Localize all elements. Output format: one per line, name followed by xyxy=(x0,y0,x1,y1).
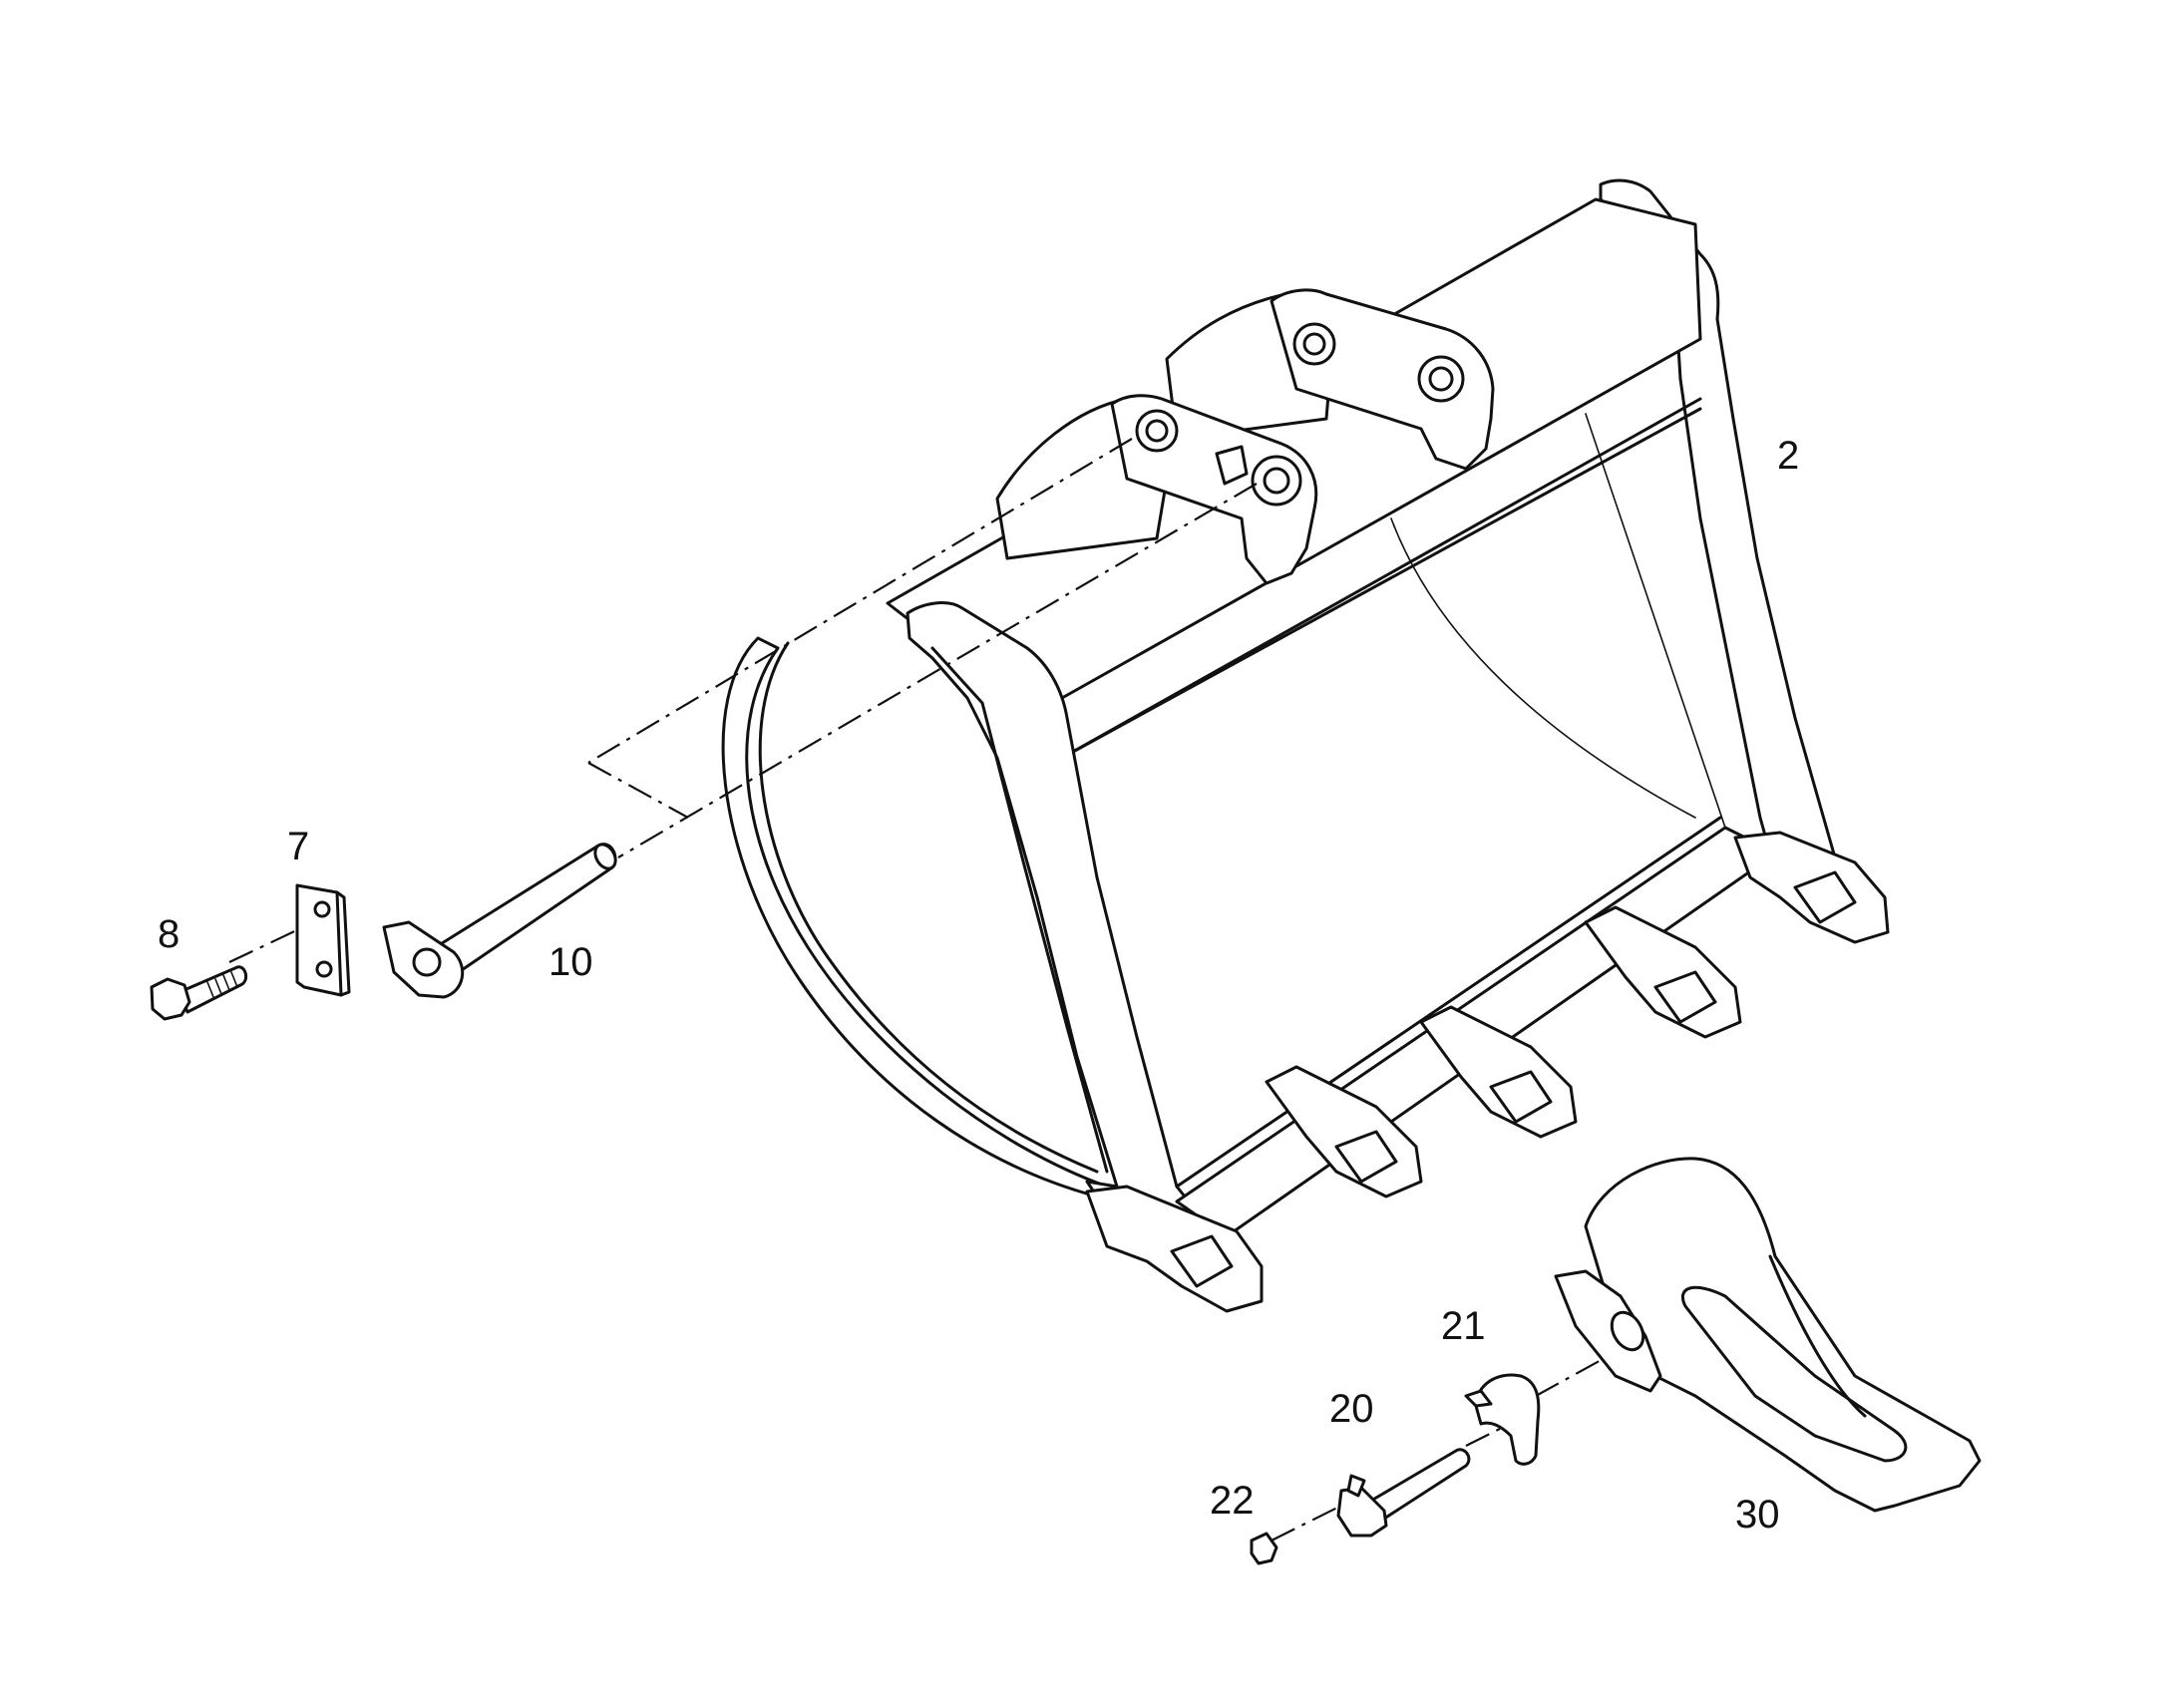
retaining-plate xyxy=(295,883,351,997)
installed-tooth-2 xyxy=(1419,1005,1578,1139)
tooth-pin-collar xyxy=(1346,1474,1366,1498)
tooth-retainer-tab xyxy=(1464,1389,1493,1408)
bucket-pin xyxy=(382,843,617,999)
hex-bolt xyxy=(150,965,248,1021)
plug-pin-line xyxy=(1271,1505,1342,1541)
installed-corner-tooth-right xyxy=(1733,831,1890,944)
callout-labels: 2 7 8 10 20 21 22 30 xyxy=(158,434,1799,1537)
callout-7: 7 xyxy=(287,825,309,868)
lock-plug xyxy=(1250,1532,1278,1565)
bucket-cutting-edge-lip xyxy=(1175,816,1722,1189)
installed-corner-tooth-left xyxy=(1085,1185,1264,1313)
corner-tooth-left-adapter xyxy=(1170,1234,1234,1288)
bucket-interior-floor-line xyxy=(1390,517,1696,819)
hex-bolt-shank xyxy=(178,965,248,1014)
hex-bolt-head xyxy=(150,977,191,1021)
bucket-tooth xyxy=(1554,1157,1982,1513)
installed-tooth-3 xyxy=(1584,905,1742,1039)
callout-30: 30 xyxy=(1735,1493,1780,1537)
bucket-tooth-ridge xyxy=(1768,1254,1867,1418)
callout-2: 2 xyxy=(1777,434,1799,478)
lock-plug-body xyxy=(1250,1532,1278,1565)
pin-axis-link xyxy=(587,762,689,819)
installed-tooth-2-adapter xyxy=(1489,1070,1553,1124)
bucket-tooth-inner-groove xyxy=(1681,1285,1908,1463)
tooth-retainer xyxy=(1464,1373,1541,1466)
front-hinge-bore-right-inner xyxy=(1263,467,1290,495)
retaining-plate-hole-bottom xyxy=(315,960,333,978)
installed-tooth-1-adapter xyxy=(1334,1130,1398,1184)
bucket-assembly xyxy=(721,178,1890,1313)
rear-hinge-bore-right-inner xyxy=(1428,366,1454,392)
bucket-top-beam-underside xyxy=(1060,407,1702,760)
bucket-left-side-plate xyxy=(906,601,1199,1223)
bolt-plate-line xyxy=(228,916,325,963)
bucket-back-inner-edge xyxy=(758,641,1099,1174)
retaining-plate-hole-top xyxy=(313,900,331,918)
callout-20: 20 xyxy=(1329,1387,1374,1431)
bucket-tooth-socket-face xyxy=(1554,1269,1662,1393)
callout-8: 8 xyxy=(158,912,180,956)
bucket-tooth-pin-bore xyxy=(1610,1310,1645,1352)
bucket-pin-end xyxy=(593,843,617,870)
tooth-pin-head xyxy=(1336,1486,1388,1537)
pin-axis-line-lower xyxy=(617,483,1258,858)
bucket-right-side-plate xyxy=(1599,178,1855,889)
hinge-lock-block xyxy=(1215,445,1249,486)
retaining-plate-edge xyxy=(335,890,343,997)
callout-21: 21 xyxy=(1441,1304,1486,1348)
corner-tooth-right-adapter xyxy=(1793,870,1857,924)
bucket-interior-side-line xyxy=(1585,413,1726,829)
tooth-pin xyxy=(1336,1448,1471,1537)
front-hinge-bore-left-inner xyxy=(1145,419,1169,443)
bucket-pin-head-bore xyxy=(412,947,442,977)
callout-10: 10 xyxy=(548,940,593,984)
hex-bolt-thread xyxy=(206,971,238,998)
rear-hinge-bore-left-inner xyxy=(1302,332,1326,356)
callout-22: 22 xyxy=(1210,1479,1255,1523)
bucket-left-side-plate-inner xyxy=(930,646,1109,1174)
tooth-retainer-body xyxy=(1474,1373,1541,1466)
tooth-pin-shaft xyxy=(1369,1448,1471,1523)
installed-tooth-3-adapter xyxy=(1653,970,1717,1024)
pin-axis-line-upper xyxy=(587,438,1133,764)
installed-tooth-1 xyxy=(1265,1065,1423,1198)
